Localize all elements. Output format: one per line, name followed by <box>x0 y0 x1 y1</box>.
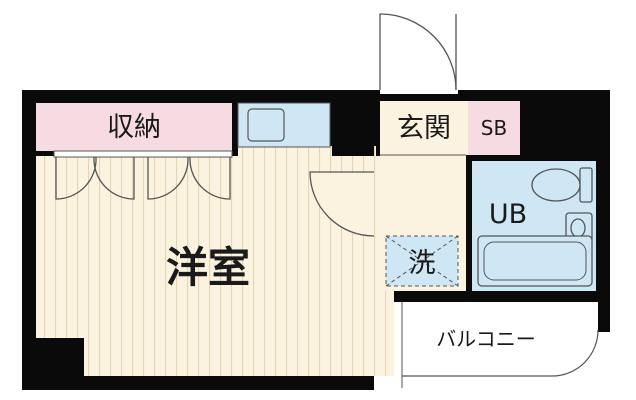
corner-wall-block <box>22 338 84 390</box>
closet-door-swings <box>55 156 231 200</box>
outer-wall-balcony-edge <box>598 300 610 332</box>
kitchen-sink <box>247 108 285 142</box>
toilet-icon <box>531 167 593 203</box>
balcony-curve <box>551 329 599 377</box>
storage-closet <box>36 103 232 151</box>
entrance-hall <box>380 101 468 155</box>
western-room-label: 洋室 <box>166 243 250 292</box>
entrance-door-swing <box>379 13 457 91</box>
entrance-door-opening <box>380 88 458 94</box>
shoe-box <box>468 101 520 155</box>
shoe-box-label: SB <box>481 116 507 140</box>
washer-cross-lines <box>385 235 459 287</box>
storage-label: 収納 <box>107 112 161 143</box>
entrance-label: 玄関 <box>397 113 451 144</box>
unit-bath-label: UB <box>489 199 527 230</box>
storage-shelf-line <box>53 150 233 158</box>
interior-door-swing <box>309 171 375 237</box>
balcony-label: バルコニー <box>436 327 536 351</box>
washer-label: 洗 <box>409 248 436 279</box>
bathtub-inner <box>483 241 587 281</box>
structural-column <box>332 90 374 156</box>
